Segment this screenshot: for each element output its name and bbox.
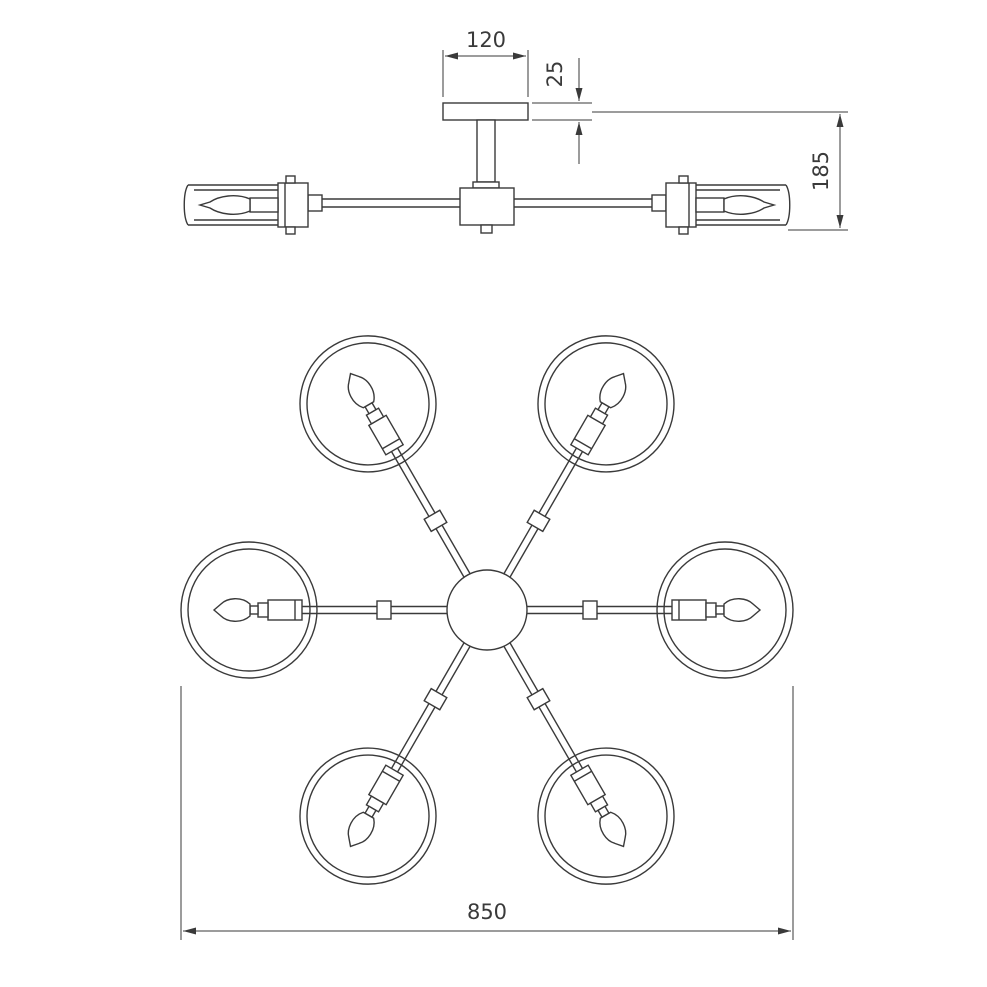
dimension-labels: 120 25 185 850 [466,28,833,924]
side-lamp-right [512,175,791,235]
dimension-canopy-width [442,50,529,97]
hub-finial [480,224,493,234]
dimension-fixture-diameter [180,686,794,940]
dimension-lines [180,50,848,940]
stem-collar [472,181,500,189]
dimension-canopy-height [532,58,592,164]
dim-label-fixture-height: 185 [809,151,833,191]
plan-arm-right [526,541,794,679]
center-hub-plan [446,569,528,651]
center-hub-side [459,187,515,226]
dimension-fixture-height [592,111,848,231]
dim-label-canopy-width: 120 [466,28,506,52]
plan-arm-left [180,541,448,679]
side-view [183,102,791,235]
side-lamp-left [183,175,462,235]
stem [476,119,496,183]
dim-label-canopy-height: 25 [543,61,567,88]
dim-label-fixture-diameter: 850 [467,900,507,924]
plan-arm-lower-right [447,609,700,910]
plan-arm-upper-right [447,310,700,611]
ceiling-canopy [442,102,529,121]
plan-arm-upper-left [274,310,527,611]
plan-view [180,310,794,910]
plan-arm-lower-left [274,609,527,910]
